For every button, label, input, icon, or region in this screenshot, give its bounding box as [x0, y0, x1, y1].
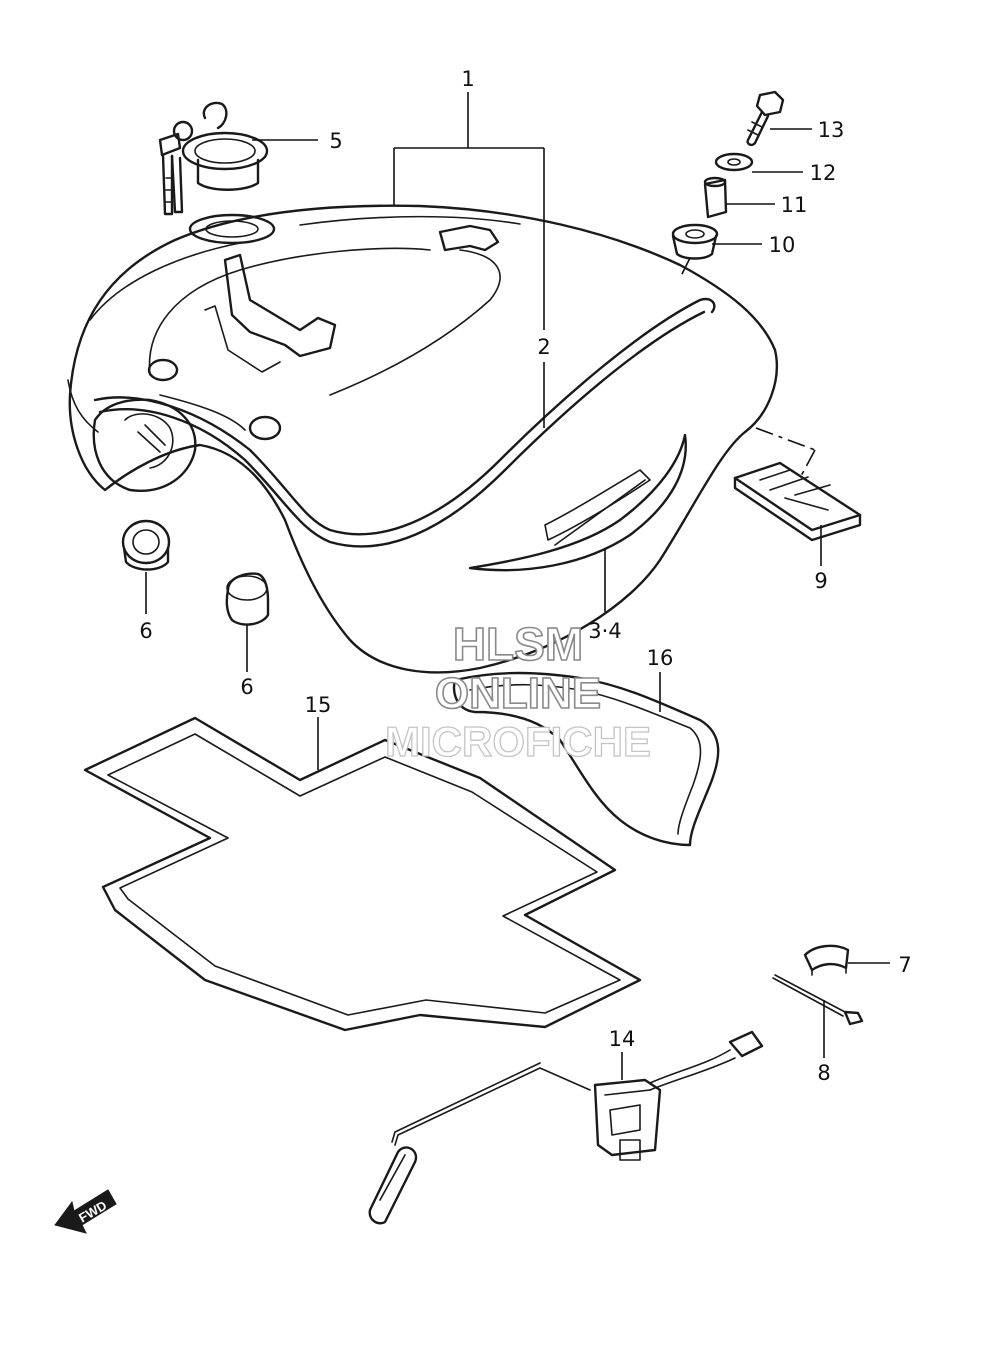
callout-6: 6 [240, 675, 253, 699]
cushion [671, 223, 719, 260]
fuel-level-gauge [368, 1030, 764, 1225]
callout-11: 11 [781, 193, 808, 217]
callout-14: 14 [609, 1027, 636, 1051]
leader-lines [145, 92, 890, 1080]
callout-8: 8 [817, 1061, 830, 1085]
washer [714, 152, 754, 172]
callout-15: 15 [305, 693, 332, 717]
callout-13: 13 [818, 118, 845, 142]
tank-heat-shield-sheet [83, 716, 642, 1032]
callout-2: 2 [537, 335, 550, 359]
tank-side-seal [452, 671, 720, 847]
fuel-tank [67, 204, 778, 674]
watermark-line-2: ONLINE [435, 669, 601, 718]
callout-9: 9 [814, 569, 827, 593]
callout-10: 10 [769, 233, 796, 257]
hose-clamp [803, 944, 850, 976]
fwd-arrow-icon: FWD [54, 1189, 117, 1234]
callout-1: 1 [461, 67, 474, 91]
callout-3-4: 3·4 [588, 619, 621, 643]
collar [703, 176, 728, 219]
watermark: HLSM ONLINE MICROFICHE [384, 617, 651, 765]
mounting-bolt [746, 90, 785, 147]
callout-7: 7 [898, 953, 911, 977]
callout-6: 6 [139, 619, 152, 643]
callout-16: 16 [647, 646, 674, 670]
rubber-grommet [121, 519, 171, 571]
plug-cap [225, 572, 270, 626]
tank-rear-pad [733, 461, 862, 542]
fuel-cap-with-keys [158, 101, 269, 216]
watermark-line-1: HLSM [453, 618, 583, 670]
callout-12: 12 [810, 161, 837, 185]
callout-5: 5 [329, 129, 342, 153]
sensor-wire [772, 974, 864, 1026]
watermark-line-3: MICROFICHE [385, 718, 651, 765]
